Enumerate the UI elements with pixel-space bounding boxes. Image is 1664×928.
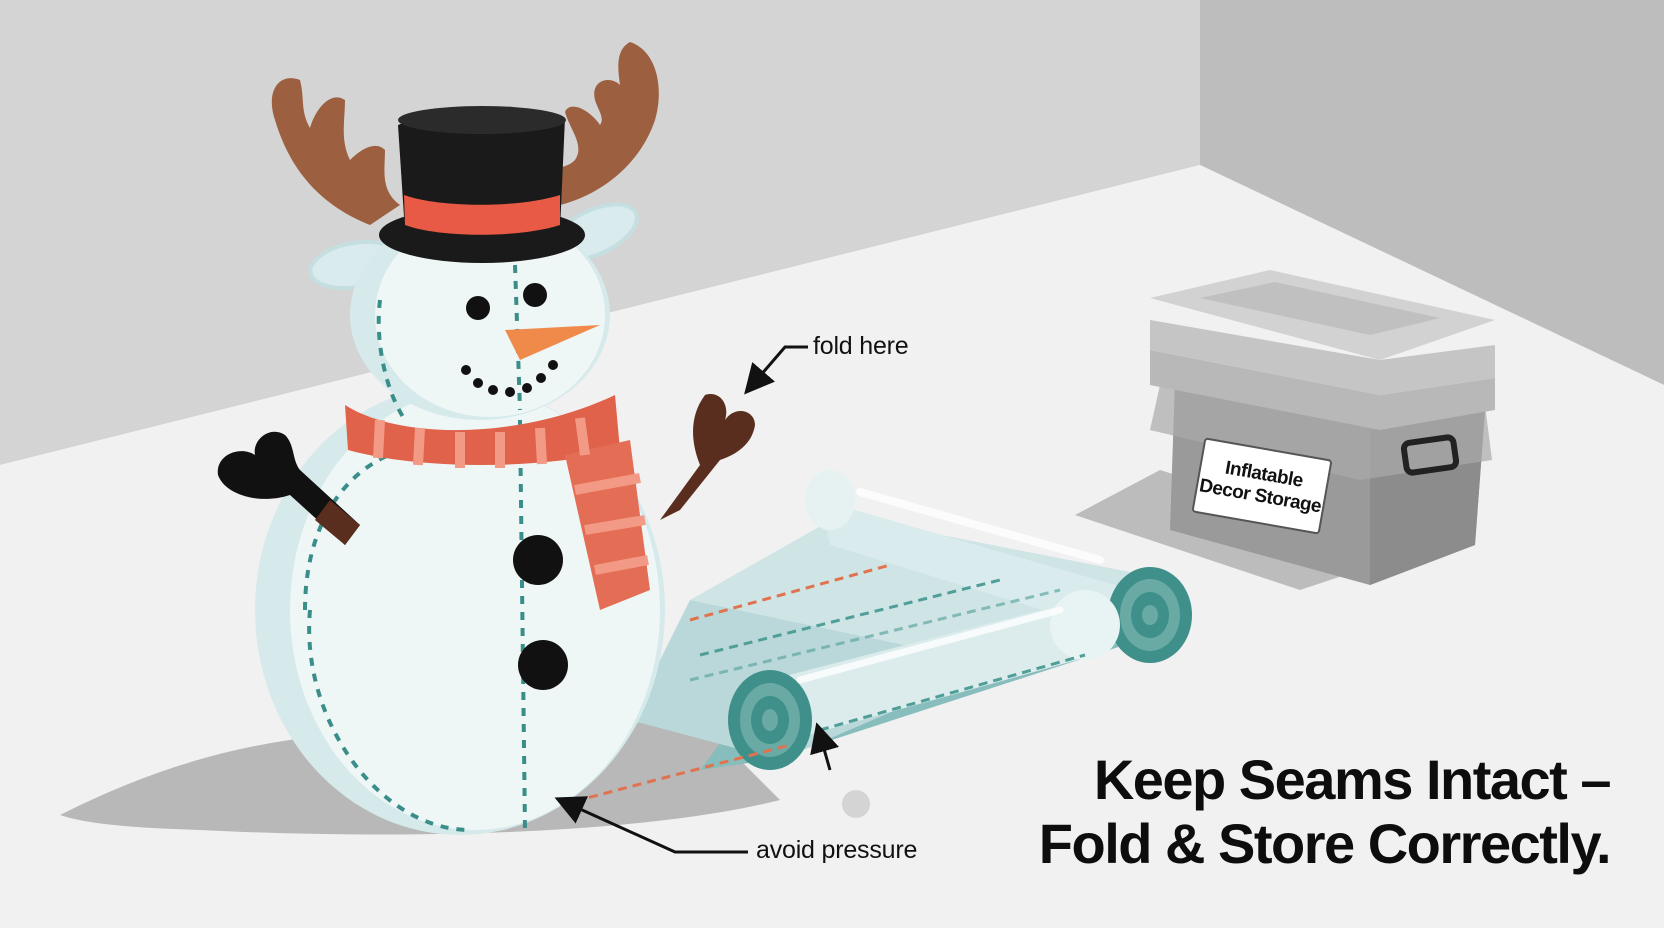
avoid-pressure-annotation: avoid pressure bbox=[756, 836, 918, 864]
folded-inflatable-roll bbox=[559, 470, 1192, 807]
headline-line2: Fold & Store Correctly. bbox=[1038, 812, 1612, 875]
headline: Keep Seams Intact – Fold & Store Correct… bbox=[1038, 748, 1612, 876]
annotation-arrows bbox=[554, 345, 870, 854]
headline-line1: Keep Seams Intact – bbox=[1093, 748, 1612, 811]
fold-here-annotation: fold here bbox=[813, 332, 909, 360]
snowman-inflatable bbox=[217, 42, 755, 835]
